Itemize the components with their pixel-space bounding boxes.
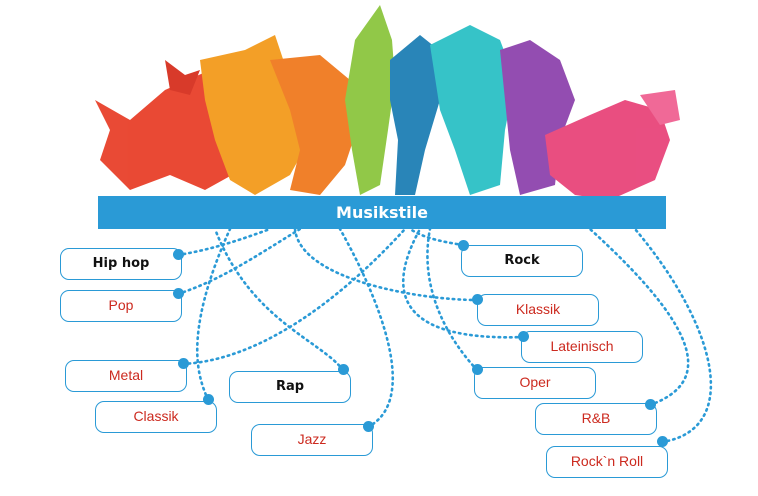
dancers-image — [95, 5, 680, 200]
banner-title: Musikstile — [336, 203, 428, 222]
label-lateinisch: Lateinisch — [521, 331, 643, 363]
label-klassik: Klassik — [477, 294, 599, 326]
label-hiphop: Hip hop — [60, 248, 182, 280]
label-rap: Rap — [229, 371, 351, 403]
connector-dot-metal — [178, 358, 189, 369]
connector-dot-rap — [338, 364, 349, 375]
connector-dot-klassik — [472, 294, 483, 305]
label-rnb: R&B — [535, 403, 657, 435]
connector-lines — [176, 227, 713, 444]
label-jazz: Jazz — [251, 424, 373, 456]
banner-bar: Musikstile — [98, 196, 666, 229]
connector-dot-lateinisch — [518, 331, 529, 342]
connector-dot-rnb — [645, 399, 656, 410]
label-oper: Oper — [474, 367, 596, 399]
connector-dot-jazz — [363, 421, 374, 432]
label-pop: Pop — [60, 290, 182, 322]
label-metal: Metal — [65, 360, 187, 392]
label-rocknroll: Rock`n Roll — [546, 446, 668, 478]
connector-dot-rocknroll — [657, 436, 668, 447]
connector-dot-hiphop — [173, 249, 184, 260]
connector-dot-pop — [173, 288, 184, 299]
connector-dot-classik — [203, 394, 214, 405]
label-rock: Rock — [461, 245, 583, 277]
label-classik: Classik — [95, 401, 217, 433]
connector-dot-oper — [472, 364, 483, 375]
connector-dot-rock — [458, 240, 469, 251]
